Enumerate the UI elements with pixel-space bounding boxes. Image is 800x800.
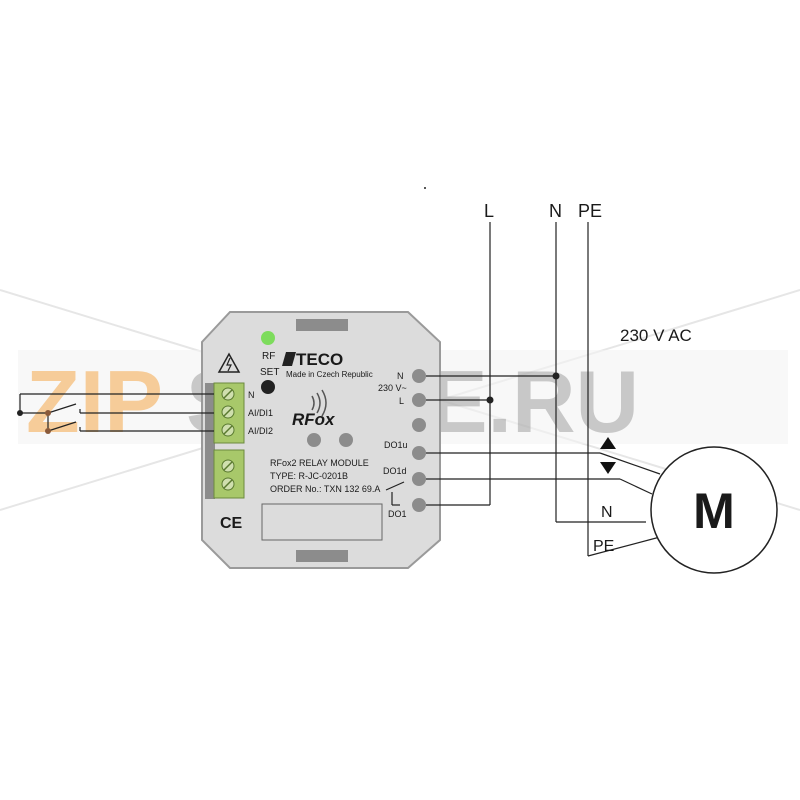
junction-dot [45,428,51,434]
junction-dot [45,410,51,416]
terminal-label-230v: 230 V~ [378,383,407,393]
set-button[interactable] [261,380,275,394]
module-type: TYPE: R-JC-0201B [270,471,348,481]
ce-mark: CE [220,515,243,532]
rfox-wave-icon [311,389,327,417]
teco-logo: TECO [296,350,343,369]
junction-dot [486,396,494,404]
rf-led-label: RF [262,351,275,362]
terminal-block-rail [205,383,215,499]
junction-dot [17,410,23,416]
rfox-logo: RFox [292,410,336,429]
terminal-screws-right [412,369,426,512]
terminal-screws-left [221,387,235,491]
supply-wiring [426,222,661,557]
rf-led [261,331,275,345]
supply-label-l: L [484,201,494,221]
module-order: ORDER No.: TXN 132 69.A [270,484,380,494]
arrow-up-icon [600,437,616,449]
set-button-label: SET [260,367,279,378]
terminal-label-aidi2: AI/DI2 [248,426,273,436]
junction-dot [552,372,560,380]
input-switch-wiring [19,393,214,432]
terminal-label-n-left: N [248,390,255,400]
supply-voltage-label: 230 V AC [620,326,692,345]
made-in-label: Made in Czech Republic [286,370,373,379]
motor-label-n: N [601,504,613,521]
motor-symbol: M [693,483,735,539]
module-button-2[interactable] [339,433,353,447]
module-button-1[interactable] [307,433,321,447]
supply-label-pe: PE [578,201,602,221]
teco-logo-icon [282,352,296,366]
supply-label-n: N [549,201,562,221]
terminal-label-n-right: N [397,371,404,381]
watermark-zip: ZIP [26,352,163,451]
label-field [261,503,383,541]
terminal-label-do1u: DO1u [384,440,408,450]
terminal-label-l-right: L [399,396,404,406]
arrow-down-icon [600,462,616,474]
motor-circle [650,446,778,574]
terminal-label-do1: DO1 [388,509,407,519]
stray-dot [424,187,426,189]
warning-icon [217,352,241,373]
housing-clip-top [296,319,348,331]
housing-clip-bottom [296,550,348,562]
terminal-block-lower [213,449,245,499]
motor-label-pe: PE [593,538,614,555]
terminal-label-aidi1: AI/DI1 [248,408,273,418]
module-title: RFox2 RELAY MODULE [270,458,369,468]
terminal-label-do1d: DO1d [383,466,407,476]
relay-contact [385,481,405,506]
